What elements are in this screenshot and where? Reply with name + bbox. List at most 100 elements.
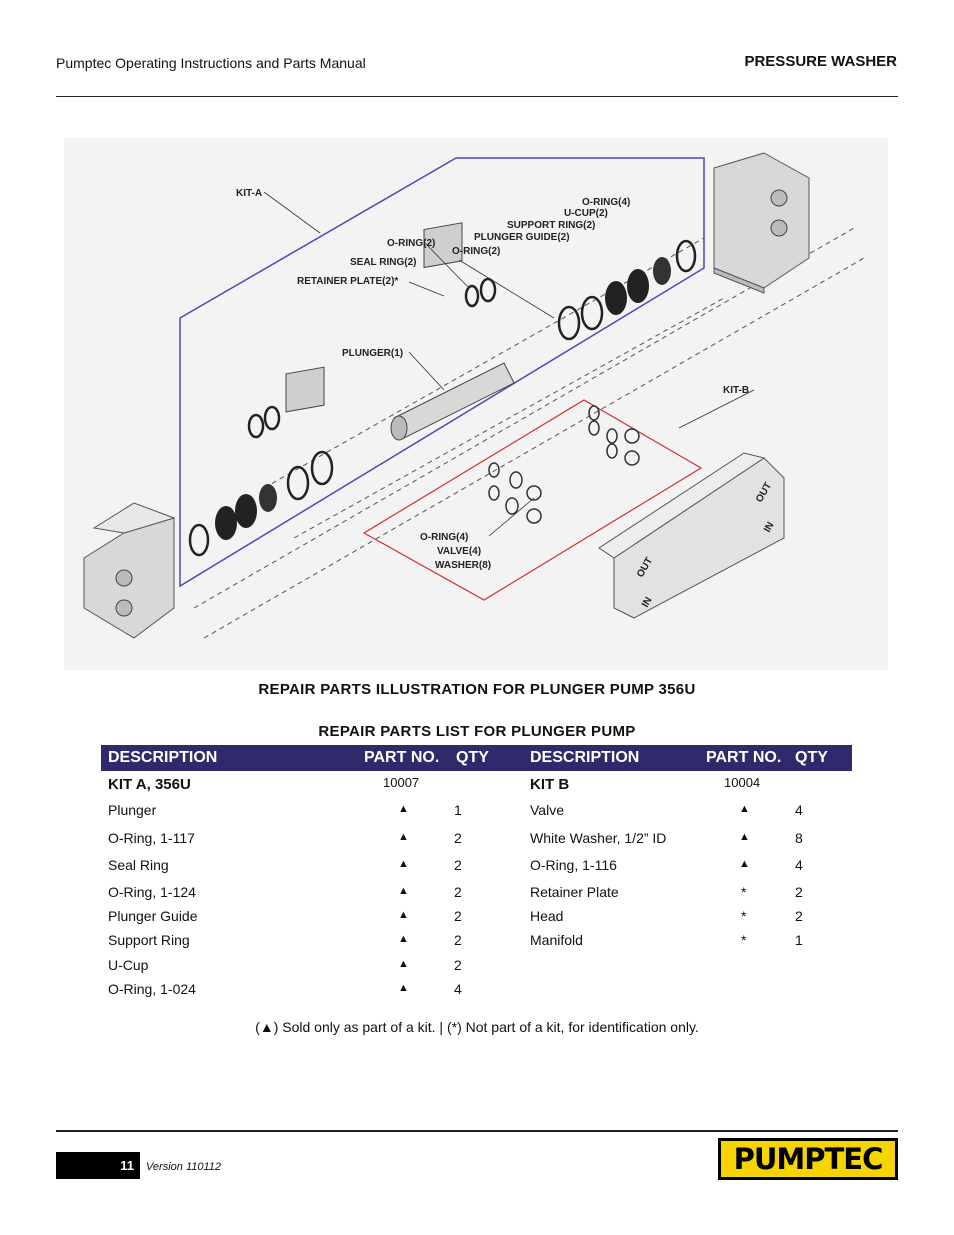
- manual-title: Pumptec Operating Instructions and Parts…: [56, 55, 366, 71]
- label-kit-a: KIT-A: [236, 188, 262, 199]
- table-row-mark: ▲: [398, 909, 409, 921]
- table-row-qty: 2: [454, 830, 462, 846]
- table-row-desc: White Washer, 1/2” ID: [530, 830, 667, 846]
- retainer-plate-lower: [285, 366, 325, 413]
- table-row-mark: ▲: [398, 958, 409, 970]
- label-plunger: PLUNGER(1): [342, 348, 403, 359]
- table-row-qty: 2: [454, 957, 462, 973]
- right-head-block: [713, 152, 810, 294]
- table-row-qty: 1: [795, 932, 803, 948]
- table-row-qty: 2: [454, 884, 462, 900]
- label-oring4-bottom: O-RING(4): [420, 532, 468, 543]
- label-kit-b: KIT-B: [723, 385, 749, 396]
- table-row-qty: 2: [795, 884, 803, 900]
- label-retainer-plate: RETAINER PLATE(2)*: [297, 276, 398, 287]
- parts-list-caption: REPAIR PARTS LIST FOR PLUNGER PUMP: [318, 723, 636, 740]
- table-row-desc: U-Cup: [108, 957, 149, 973]
- table-row-desc: Seal Ring: [108, 857, 169, 873]
- logo-text: PUMPTEC: [733, 1142, 884, 1176]
- label-oring4-top: O-RING(4): [582, 197, 630, 208]
- left-head-block: [83, 502, 176, 639]
- table-row-desc: O-Ring, 1-024: [108, 981, 196, 997]
- header-description-right: DESCRIPTION: [530, 749, 640, 766]
- upper-seal-stack: [464, 239, 697, 341]
- plunger: [390, 362, 515, 441]
- table-row-qty: 1: [454, 802, 462, 818]
- table-row-mark: ▲: [398, 831, 409, 843]
- table-row-qty: 2: [454, 932, 462, 948]
- support-ring-lower: [235, 494, 257, 528]
- table-row-desc: Support Ring: [108, 932, 190, 948]
- support-ring-upper: [627, 269, 649, 303]
- table-row-mark: ▲: [739, 858, 750, 870]
- illustration-svg: OUT IN OUT IN: [83, 152, 865, 639]
- manifold: OUT IN OUT IN: [598, 452, 785, 619]
- kit-legend-note: (▲) Sold only as part of a kit. | (*) No…: [255, 1019, 699, 1035]
- kit-b-name: KIT B: [530, 776, 570, 793]
- table-row-qty: 8: [795, 830, 803, 846]
- label-valve: VALVE(4): [437, 546, 481, 557]
- table-row-mark: ▲: [739, 831, 750, 843]
- table-row-desc: Plunger: [108, 802, 157, 818]
- table-row-mark: ▲: [398, 885, 409, 897]
- header-divider: [56, 96, 898, 97]
- label-oring2-b: O-RING(2): [452, 246, 500, 257]
- kit-a-part-number: 10007: [383, 775, 420, 790]
- table-row-mark: ▲: [398, 803, 409, 815]
- table-row-mark: *: [741, 932, 747, 948]
- header-partno-right: PART NO.: [706, 749, 782, 766]
- table-row-desc: O-Ring, 1-124: [108, 884, 196, 900]
- table-row-mark: *: [741, 884, 747, 900]
- label-seal-ring: SEAL RING(2): [350, 257, 417, 268]
- header-partno-left: PART NO.: [364, 749, 440, 766]
- table-row-qty: 4: [454, 981, 462, 997]
- pumptec-logo: PUMPTEC: [718, 1138, 898, 1180]
- plunger-guide-upper: [605, 281, 627, 315]
- table-row-desc: Valve: [530, 802, 564, 818]
- version-label: Version 110112: [146, 1161, 222, 1173]
- retainer-plate-upper: [423, 222, 463, 269]
- table-row-desc: O-Ring, 1-116: [530, 857, 617, 873]
- u-cup-lower: [215, 506, 237, 540]
- label-ucup: U-CUP(2): [564, 208, 608, 219]
- table-row-mark: ▲: [398, 858, 409, 870]
- table-row-mark: *: [741, 908, 747, 924]
- table-row-desc: Head: [530, 908, 564, 924]
- table-row-qty: 2: [795, 908, 803, 924]
- header-description-left: DESCRIPTION: [108, 749, 218, 766]
- table-row-qty: 2: [454, 908, 462, 924]
- table-row-mark: ▲: [398, 982, 409, 994]
- kit-b-valve-parts: [488, 405, 640, 524]
- table-row-desc: O-Ring, 1-117: [108, 830, 195, 846]
- page-number: 11: [120, 1158, 134, 1173]
- section-title: PRESSURE WASHER: [744, 53, 897, 70]
- manifold-in-label-2: IN: [640, 595, 655, 609]
- label-support-ring: SUPPORT RING(2): [507, 220, 595, 231]
- table-row-desc: Plunger Guide: [108, 908, 198, 924]
- exploded-parts-illustration: OUT IN OUT IN: [64, 138, 888, 670]
- table-row-qty: 4: [795, 857, 803, 873]
- table-row-desc: Retainer Plate: [530, 884, 619, 900]
- label-oring2-a: O-RING(2): [387, 238, 435, 249]
- footer-divider: [56, 1130, 898, 1132]
- label-washer: WASHER(8): [435, 560, 491, 571]
- table-row-qty: 4: [795, 802, 803, 818]
- kit-a-outline: [179, 157, 705, 588]
- table-row-qty: 2: [454, 857, 462, 873]
- label-plunger-guide: PLUNGER GUIDE(2): [474, 232, 570, 243]
- table-row-desc: Manifold: [530, 932, 583, 948]
- table-row-mark: ▲: [739, 803, 750, 815]
- header-qty-left: QTY: [456, 749, 489, 766]
- illustration-caption: REPAIR PARTS ILLUSTRATION FOR PLUNGER PU…: [258, 681, 696, 698]
- plunger-guide-lower: [259, 484, 277, 512]
- kit-b-outline: [362, 399, 703, 601]
- kit-a-name: KIT A, 356U: [108, 776, 191, 793]
- lower-seal-stack: [188, 405, 334, 557]
- header-qty-right: QTY: [795, 749, 828, 766]
- manifold-in-label-1: IN: [762, 520, 777, 534]
- table-row-mark: ▲: [398, 933, 409, 945]
- table-header-bar: DESCRIPTION PART NO. QTY DESCRIPTION PAR…: [101, 745, 852, 771]
- u-cup-upper: [653, 257, 671, 285]
- page-number-box: 11: [56, 1152, 140, 1179]
- kit-b-part-number: 10004: [724, 775, 761, 790]
